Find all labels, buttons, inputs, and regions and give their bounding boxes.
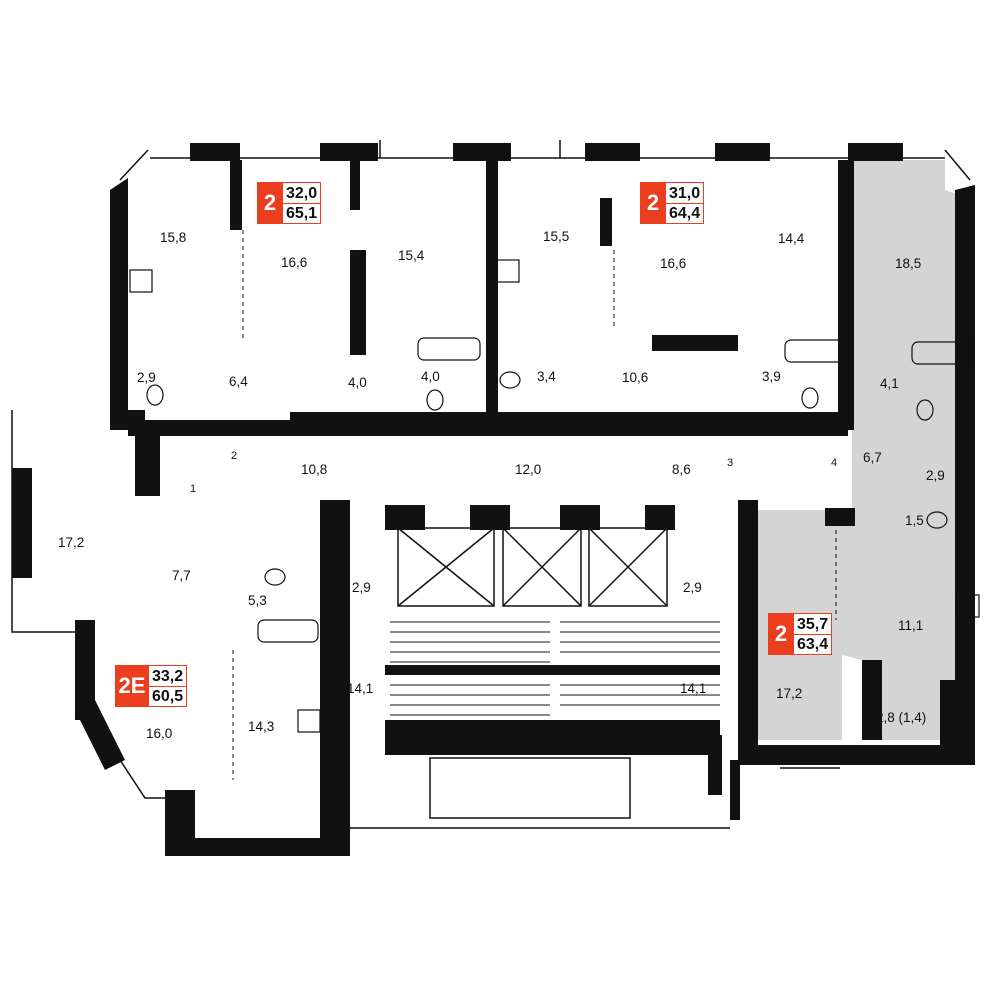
stoves	[129, 259, 980, 733]
room-label: 17,2	[776, 686, 802, 701]
room-label: 18,5	[895, 256, 921, 271]
room-label: 16,6	[281, 255, 307, 270]
room-label: 2,9	[352, 580, 371, 595]
living-area: 35,7	[797, 615, 829, 633]
apartment-badge-a: 2 32,0 65,1	[257, 182, 322, 224]
room-label: 2,9	[926, 468, 945, 483]
room-label: 17,2	[58, 535, 84, 550]
room-label: 14,4	[778, 231, 805, 246]
room-label: 4,0	[348, 375, 367, 390]
area-box: 31,0 64,4	[666, 182, 705, 224]
room-labels: 15,8 16,6 15,4 15,5 16,6 14,4 18,5 2,9 6…	[58, 229, 945, 741]
room-label: 16,0	[146, 726, 172, 741]
room-label: 4,0	[421, 369, 440, 384]
walls	[12, 143, 975, 856]
room-label: 11,1	[898, 618, 923, 633]
total-area: 65,1	[286, 204, 318, 222]
door-number: 1	[190, 483, 196, 495]
living-area: 31,0	[669, 184, 701, 202]
dashed-zone-lines	[232, 230, 837, 780]
bathtubs	[257, 337, 973, 643]
area-box: 32,0 65,1	[283, 182, 322, 224]
room-label: 6,7	[863, 450, 882, 465]
room-label: 14,1	[347, 681, 373, 696]
elevator-shafts	[397, 527, 668, 819]
room-count: 2	[640, 182, 666, 224]
room-label: 15,5	[543, 229, 569, 244]
room-label: 15,4	[398, 248, 425, 263]
room-label: 10,6	[622, 370, 648, 385]
room-label: 14,1	[680, 681, 706, 696]
room-label: 14,3	[248, 719, 274, 734]
room-label: 2,8 (1,4)	[876, 710, 926, 725]
toilets	[146, 371, 948, 586]
room-label: 3,9	[762, 369, 781, 384]
room-label: 2,9	[137, 370, 156, 385]
door-number: 2	[231, 450, 237, 462]
total-area: 63,4	[797, 635, 829, 653]
room-label: 7,7	[172, 568, 191, 583]
room-label: 4,1	[880, 376, 899, 391]
door-number: 3	[727, 457, 733, 469]
room-count: 2	[257, 182, 283, 224]
room-label: 16,6	[660, 256, 686, 271]
room-count: 2E	[115, 665, 149, 707]
room-label: 8,6	[672, 462, 691, 477]
area-box: 33,2 60,5	[149, 665, 188, 707]
living-area: 32,0	[286, 184, 318, 202]
apartment-badge-d: 2E 33,2 60,5	[115, 665, 188, 707]
highlighted-apartment-area	[738, 160, 968, 740]
stairs	[390, 621, 720, 716]
room-label: 1,5	[905, 513, 924, 528]
room-count: 2	[768, 613, 794, 655]
apartment-badge-b: 2 31,0 64,4	[640, 182, 705, 224]
room-label: 5,3	[248, 593, 267, 608]
room-label: 6,4	[229, 374, 248, 389]
door-number: 4	[831, 457, 837, 469]
room-label: 12,0	[515, 462, 541, 477]
door-numbers: 1 2 3 4	[190, 450, 837, 495]
room-label: 10,8	[301, 462, 327, 477]
room-label: 3,4	[537, 369, 556, 384]
apartment-badge-c: 2 35,7 63,4	[768, 613, 833, 655]
total-area: 60,5	[152, 687, 184, 705]
room-label: 2,9	[683, 580, 702, 595]
area-box: 35,7 63,4	[794, 613, 833, 655]
room-label: 15,8	[160, 230, 186, 245]
living-area: 33,2	[152, 667, 184, 685]
total-area: 64,4	[669, 204, 701, 222]
